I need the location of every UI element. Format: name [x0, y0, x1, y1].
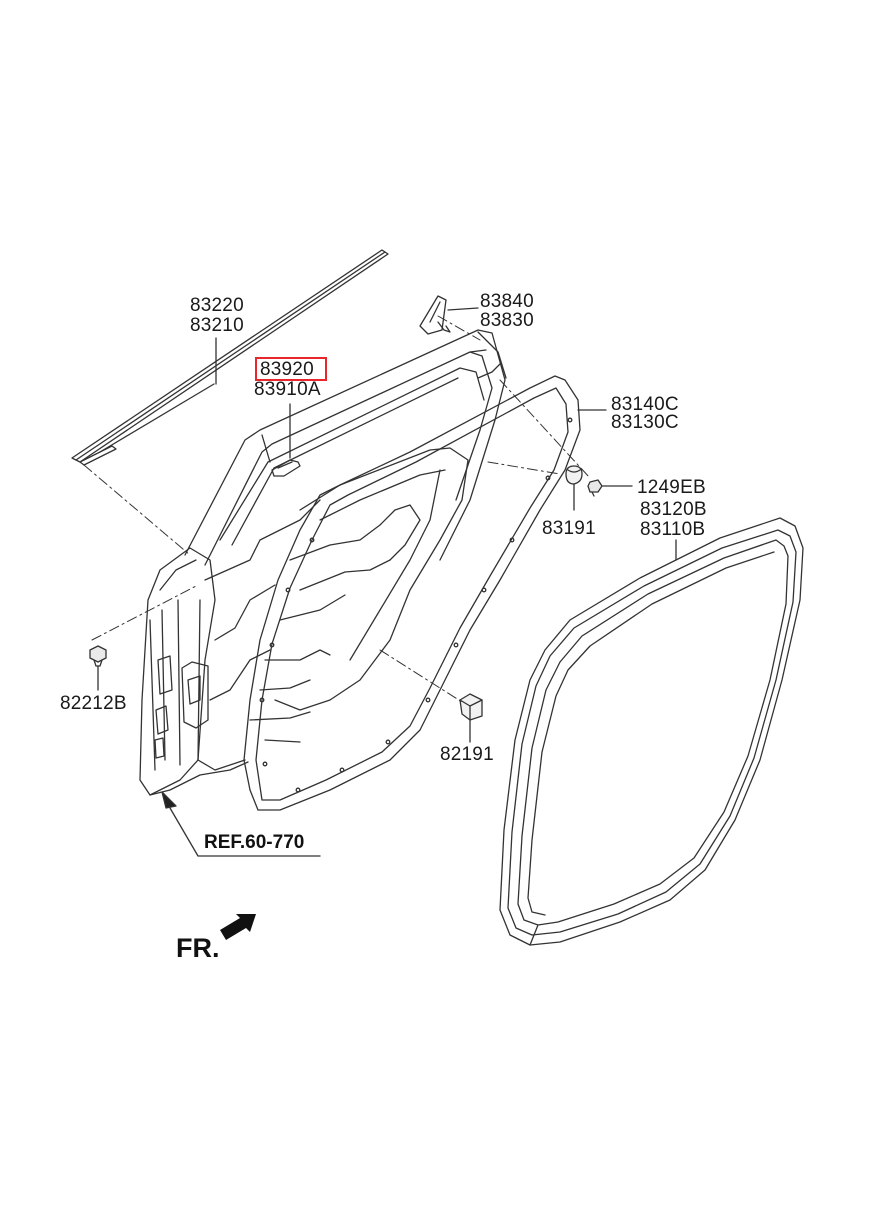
part-label-83110b[interactable]: 83110B	[640, 519, 706, 540]
highlight-box	[255, 357, 327, 381]
ref-arrow	[161, 791, 321, 857]
part-label-83130c[interactable]: 83130C	[611, 412, 679, 433]
part-label-83210[interactable]: 83210	[190, 315, 244, 336]
part-label-82212b[interactable]: 82212B	[60, 693, 127, 714]
frame-clip-83920	[271, 403, 301, 477]
door-frame	[139, 329, 507, 796]
bumper-82191	[459, 693, 483, 743]
part-label-83910a[interactable]: 83910A	[254, 379, 321, 400]
belt-moulding-strip	[71, 249, 389, 466]
screw-1249eb	[587, 479, 633, 497]
part-label-82191[interactable]: 82191	[440, 744, 494, 765]
bumper-83191	[565, 465, 583, 511]
front-direction-arrow	[220, 914, 256, 940]
part-label-83140c[interactable]: 83140C	[611, 394, 679, 415]
reference-label[interactable]: REF.60-770	[204, 832, 305, 853]
part-label-83120b[interactable]: 83120B	[640, 499, 707, 520]
door-weatherstrip	[243, 375, 581, 811]
delta-cover	[419, 295, 479, 335]
part-label-1249eb[interactable]: 1249EB	[637, 477, 706, 498]
part-label-83840[interactable]: 83840	[480, 291, 534, 312]
assembly-lines	[83, 315, 591, 703]
body-weatherstrip	[499, 517, 804, 946]
part-label-83920[interactable]: 83920	[260, 359, 314, 380]
clip-82212b	[89, 645, 107, 691]
part-label-83191[interactable]: 83191	[542, 518, 596, 539]
part-label-83220[interactable]: 83220	[190, 295, 244, 316]
part-label-83830[interactable]: 83830	[480, 310, 534, 331]
front-direction-label: FR.	[176, 933, 220, 963]
